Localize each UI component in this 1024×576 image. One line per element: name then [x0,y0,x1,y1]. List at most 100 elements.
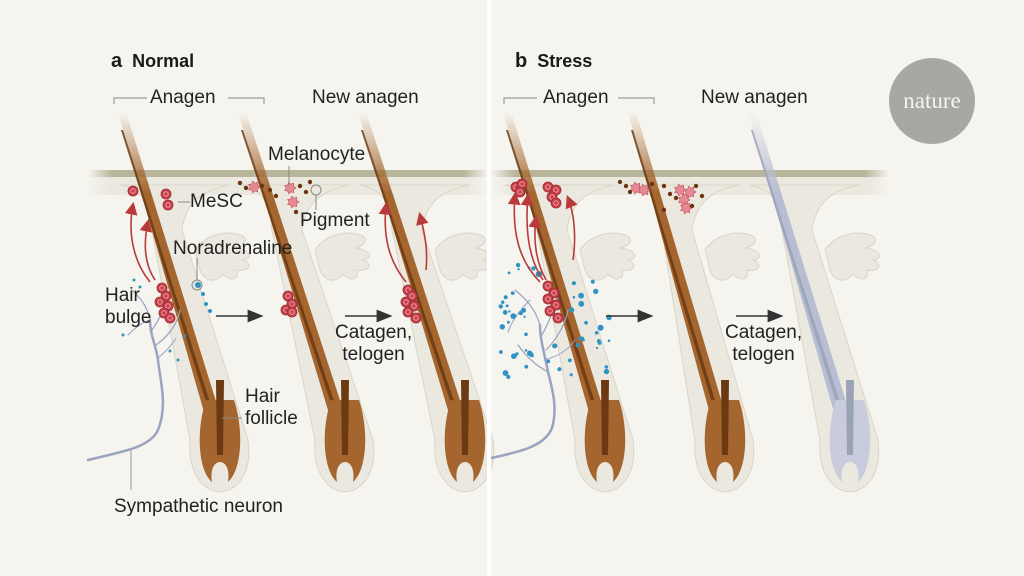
melanocyte [680,201,693,215]
pigment-granule [661,183,667,189]
noradrenaline-dot [204,302,208,306]
noradrenaline-dot [580,336,585,341]
noradrenaline-dot [594,331,599,335]
label-noradrenaline: Noradrenaline [173,238,293,259]
noradrenaline-dot [597,341,602,345]
mesc-cell [544,305,556,317]
panel-a-letter: a [111,50,123,72]
label-catagen-b: Catagen, telogen [725,322,802,366]
melanocyte [287,195,300,209]
noradrenaline-dot [208,309,212,313]
pigment-granule [623,183,629,189]
pigment-granule [303,189,309,195]
mesc-cell [402,306,414,318]
label-hair-bulge-line2: bulge [105,307,152,328]
label-hair-follicle-line1: Hair [245,386,280,407]
pigment-granule [693,183,699,189]
pigment-granule [297,183,303,189]
noradrenaline-dot [596,346,599,350]
noradrenaline-dot [527,350,533,356]
leader-lines [178,166,322,419]
pigment-granule [307,179,313,185]
noradrenaline-dot [531,266,536,271]
label-hair-follicle-line2: follicle [245,408,298,429]
noradrenaline-dot [604,365,609,369]
melanocyte [638,183,651,197]
label-pigment: Pigment [300,210,370,231]
noradrenaline-dot [575,342,581,348]
noradrenaline-dot [584,320,588,325]
mesc-cell [542,280,554,292]
noradrenaline-dot [557,367,562,372]
noradrenaline-dots [121,262,612,379]
noradrenaline-dot [590,279,595,284]
label-anagen-b: Anagen [543,87,609,108]
noradrenaline-dot [572,296,576,299]
pigmented-hair [628,112,746,482]
mesc-cell [162,199,174,211]
mesc-cell [286,306,298,318]
label-new-anagen-a: New anagen [312,87,419,108]
sebaceous-gland [824,232,881,281]
panel-b-heading: Stress [537,51,593,71]
pigment-granule [259,183,265,189]
noradrenaline-dot [501,300,505,304]
pigment-granule [667,191,673,197]
pigment-granule [627,189,633,195]
pigmented-hair [118,112,241,482]
noradrenaline-dot [518,311,523,316]
mesc-cell [550,197,562,209]
panel-b-title: b Stress [515,50,592,73]
noradrenaline-dot [597,324,604,331]
pigment-granule [689,203,695,209]
noradrenaline-dot [569,307,575,313]
pigment-granule [243,185,249,191]
pigment-granule [673,195,679,201]
noradrenaline-dot [593,288,599,295]
pigment-granule [699,193,705,199]
melanocyte [284,181,297,195]
mesc-cell [514,186,526,198]
noradrenaline-dot [499,350,503,354]
noradrenaline-dot [138,285,142,289]
pigment-granule [267,187,273,193]
noradrenaline-dot [508,310,511,313]
noradrenaline-dot [571,281,577,286]
noradrenaline-dot [502,310,508,315]
label-hair-bulge-line1: Hair [105,285,140,306]
pigmented-hair [503,112,626,482]
noradrenaline-dot [510,291,515,295]
noradrenaline-dot [524,349,528,352]
noradrenaline-dot [505,304,509,308]
noradrenaline-dot [577,337,581,340]
pigmented-hair [358,112,486,482]
noradrenaline-dot [506,320,510,324]
noradrenaline-dot [607,339,611,343]
hairs [118,112,871,482]
mesc-cell [164,312,176,324]
noradrenaline-dot [521,307,527,313]
pigment-granule [661,207,667,213]
mesc-cell [410,312,422,324]
panel-a-title: a Normal [111,50,194,73]
noradrenaline-dot [499,324,505,330]
panel-a-heading: Normal [132,51,195,71]
pigmented-hair [238,112,366,482]
pigment-granule [649,181,655,187]
noradrenaline-dot [523,315,526,318]
panel-b-letter: b [515,50,528,72]
nature-logo: nature [889,58,975,144]
pigment-granule [293,209,299,215]
pigment-granule [617,179,623,185]
noradrenaline-dot [603,368,610,375]
noradrenaline-dot [506,374,511,379]
label-catagen-b-line2: telogen [732,344,795,365]
noradrenaline-dot [517,268,520,271]
grey-hair [748,112,871,482]
mesc-cell [127,185,139,197]
noradrenaline-dot [524,364,529,369]
noradrenaline-dot [524,332,528,337]
label-catagen-a-line1: Catagen, [335,322,413,343]
